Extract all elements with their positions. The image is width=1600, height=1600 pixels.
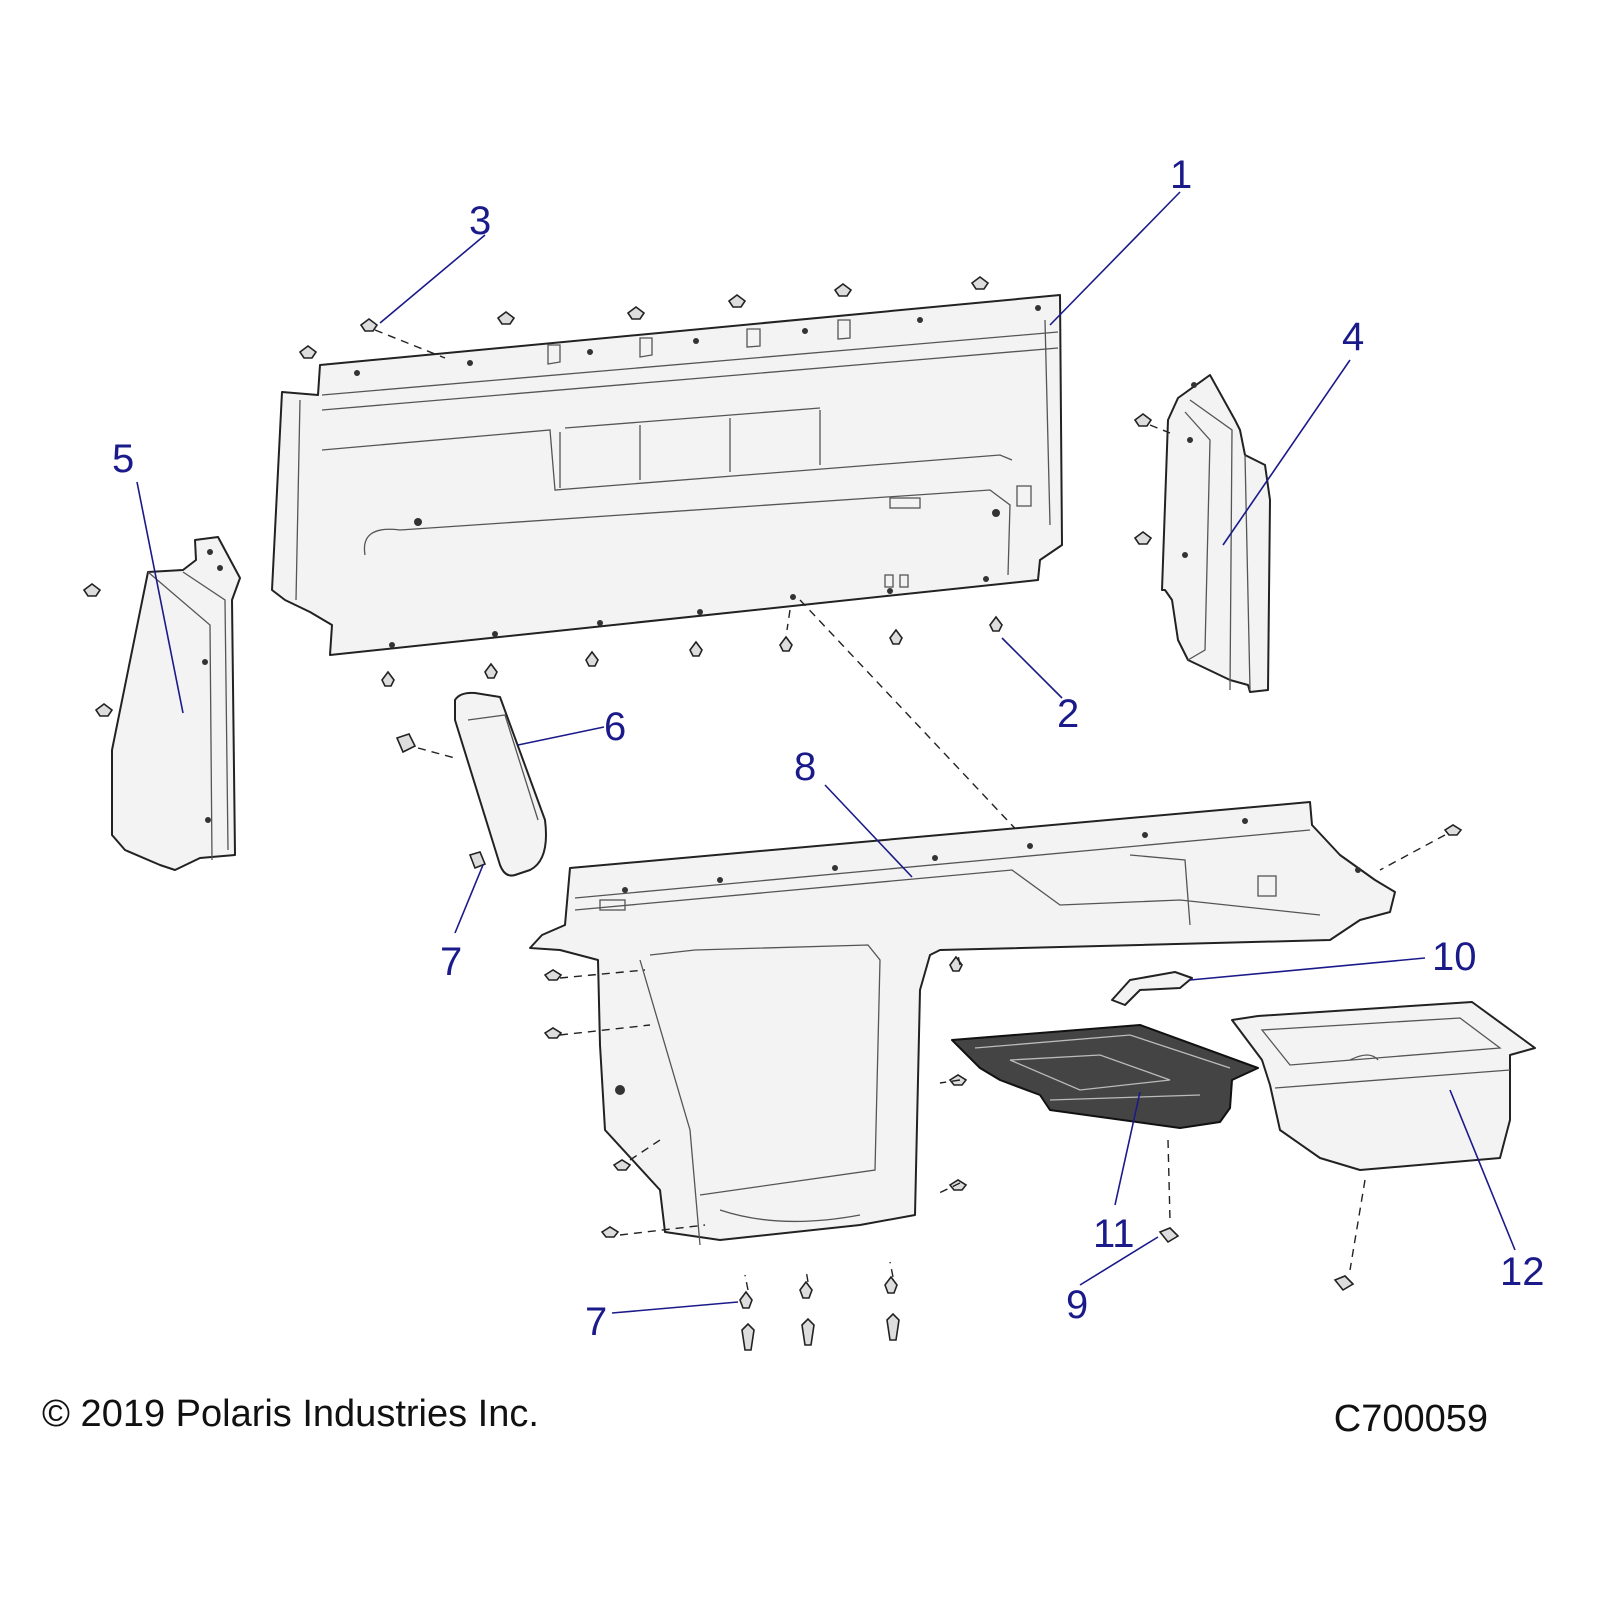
tub-fasteners [543,824,1463,1351]
callout-3: 3 [469,199,491,243]
callout-9: 9 [1066,1283,1088,1327]
callout-7-bottom: 7 [585,1300,607,1344]
dashed-line-11 [1167,1139,1171,1221]
callout-2: 2 [1057,692,1079,736]
callout-8: 8 [794,745,816,789]
callout-12: 12 [1500,1250,1545,1294]
pad [454,691,547,877]
dashed-lines-tub [559,834,1446,1291]
dashed-line-3 [374,329,446,359]
right-side-panel [1161,374,1271,693]
nut-12 [1333,1275,1355,1292]
callout-5: 5 [112,437,134,481]
dashed-line-2 [786,609,791,631]
clip-6 [395,733,417,754]
dark-tray [951,1024,1259,1129]
drawing-code: C700059 [1333,1398,1488,1440]
callout-labels: 1 2 3 4 5 6 7 7 8 9 10 11 12 [112,153,1545,1344]
floor-tub [529,801,1396,1246]
dashed-line-4 [1149,424,1171,434]
dashed-line-12 [1349,1179,1366,1271]
callout-1: 1 [1170,153,1192,197]
nut-9 [1158,1227,1180,1244]
rivet-5b [94,703,114,717]
leader-lines [136,191,1516,1314]
rivet-4b [1133,531,1153,545]
callout-11: 11 [1093,1212,1135,1256]
dashed-line-1-8 [799,599,1041,856]
push-rivet-row-top [298,276,990,359]
left-side-panel [111,536,241,871]
screw-row-bottom [381,615,1003,687]
callout-7-top: 7 [440,940,462,984]
rivet-4a [1133,413,1153,427]
storage-bin [1231,1001,1536,1171]
callout-4: 4 [1342,315,1364,359]
clip-7a [468,851,487,870]
callout-10: 10 [1432,935,1477,979]
callout-6: 6 [604,705,626,749]
rear-panel [271,294,1063,656]
rivet-5a [82,583,102,597]
dashed-line-6 [417,747,456,759]
copyright-notice: © 2019 Polaris Industries Inc. [42,1393,539,1435]
handle [1111,971,1193,1006]
